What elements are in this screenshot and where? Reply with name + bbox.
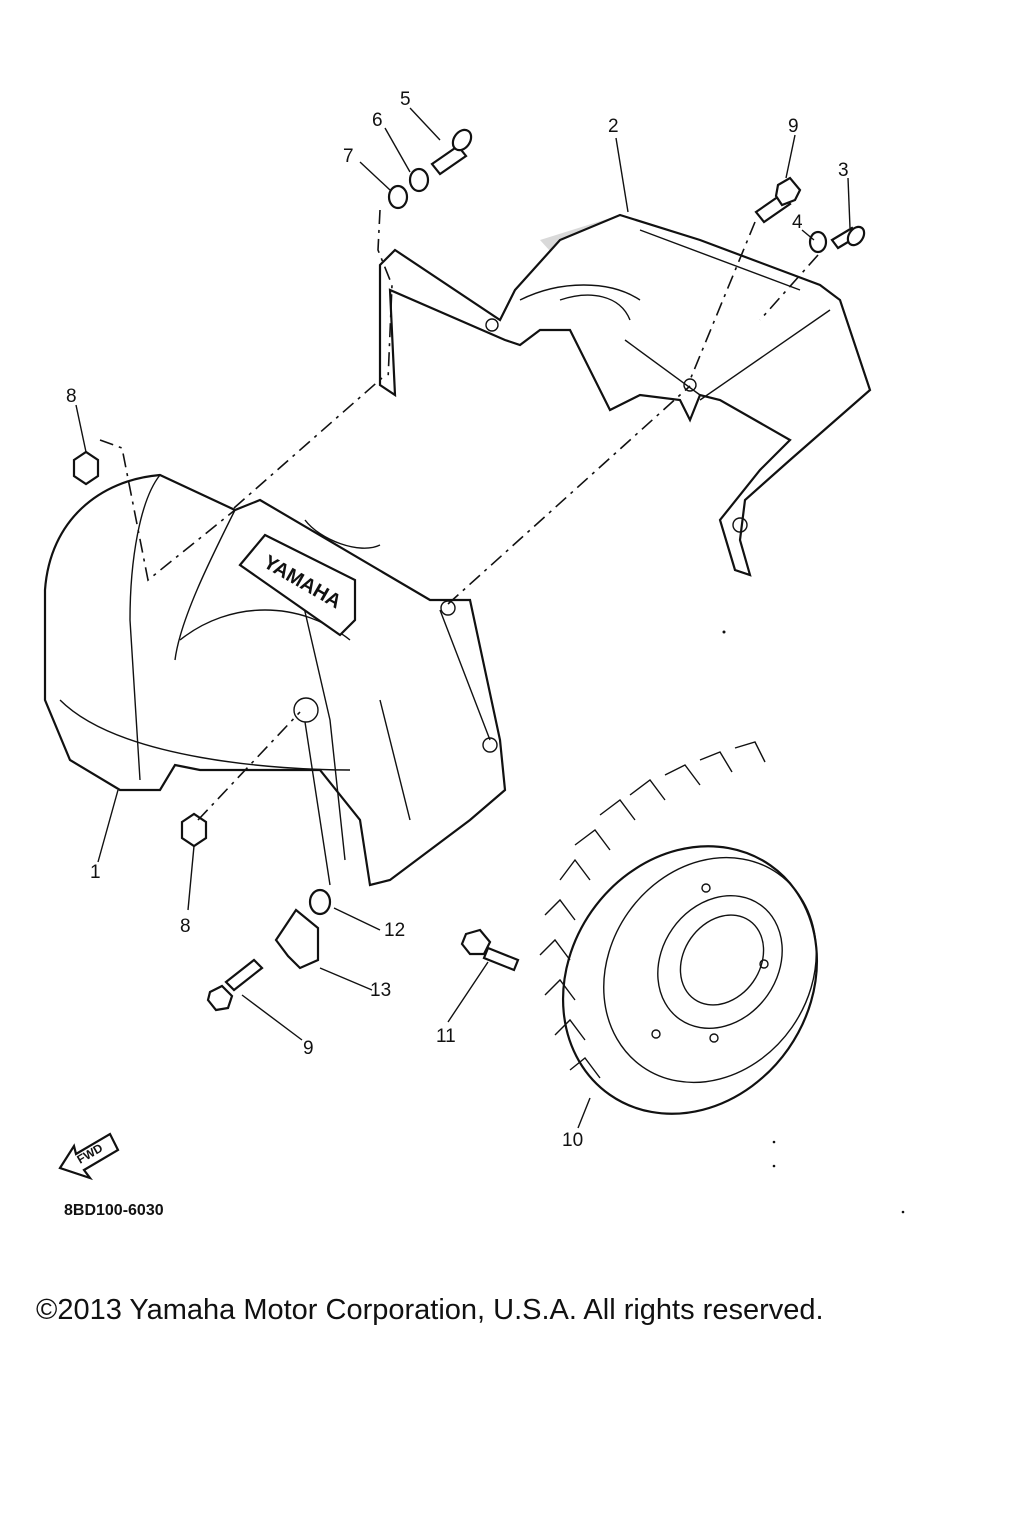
- upper-air-shroud: [378, 213, 872, 577]
- callout-11: 11: [436, 1026, 456, 1047]
- bolt-11: [460, 928, 520, 972]
- callout-1: 1: [90, 862, 101, 883]
- bolt-9-upper: [754, 176, 802, 224]
- washer-6: [408, 167, 430, 193]
- callout-9-lower: 9: [303, 1038, 314, 1059]
- callout-8-lower: 8: [180, 916, 191, 937]
- clamp-13: [274, 908, 320, 970]
- callout-6: 6: [372, 110, 383, 131]
- callout-7: 7: [343, 146, 354, 167]
- bolt-5: [430, 128, 473, 176]
- callout-13: 13: [370, 980, 391, 1001]
- leader-lines: [75, 107, 851, 1129]
- callout-labels: 5 6 7 2 9 3 4 8 1 8 12 13 9 11 10: [66, 89, 849, 1151]
- washer-4: [808, 230, 828, 254]
- callout-3: 3: [838, 160, 849, 181]
- callout-2: 2: [608, 116, 619, 137]
- collar-7: [387, 184, 409, 210]
- callout-10: 10: [562, 1130, 583, 1151]
- screw-3: [830, 225, 866, 250]
- copyright-notice: ©2013 Yamaha Motor Corporation, U.S.A. A…: [36, 1294, 824, 1326]
- diagram-code: 8BD100-6030: [64, 1202, 164, 1219]
- lower-fan-cover: YAMAHA: [43, 473, 507, 887]
- callout-12: 12: [384, 920, 405, 941]
- callout-4: 4: [792, 212, 803, 233]
- callout-9-upper: 9: [788, 116, 799, 137]
- callout-5: 5: [400, 89, 411, 110]
- callout-8-upper: 8: [66, 386, 77, 407]
- assembly-lines: [99, 209, 819, 821]
- specks: [722, 630, 905, 1214]
- grommet-12: [308, 888, 332, 916]
- flywheel-fan: [539, 741, 819, 1115]
- nut-8-upper: [72, 450, 100, 486]
- bolt-9-lower: [206, 958, 264, 1012]
- fwd-arrow: FWD: [58, 1132, 120, 1181]
- hardware-parts: [72, 128, 866, 1012]
- nut-8-lower: [180, 812, 208, 848]
